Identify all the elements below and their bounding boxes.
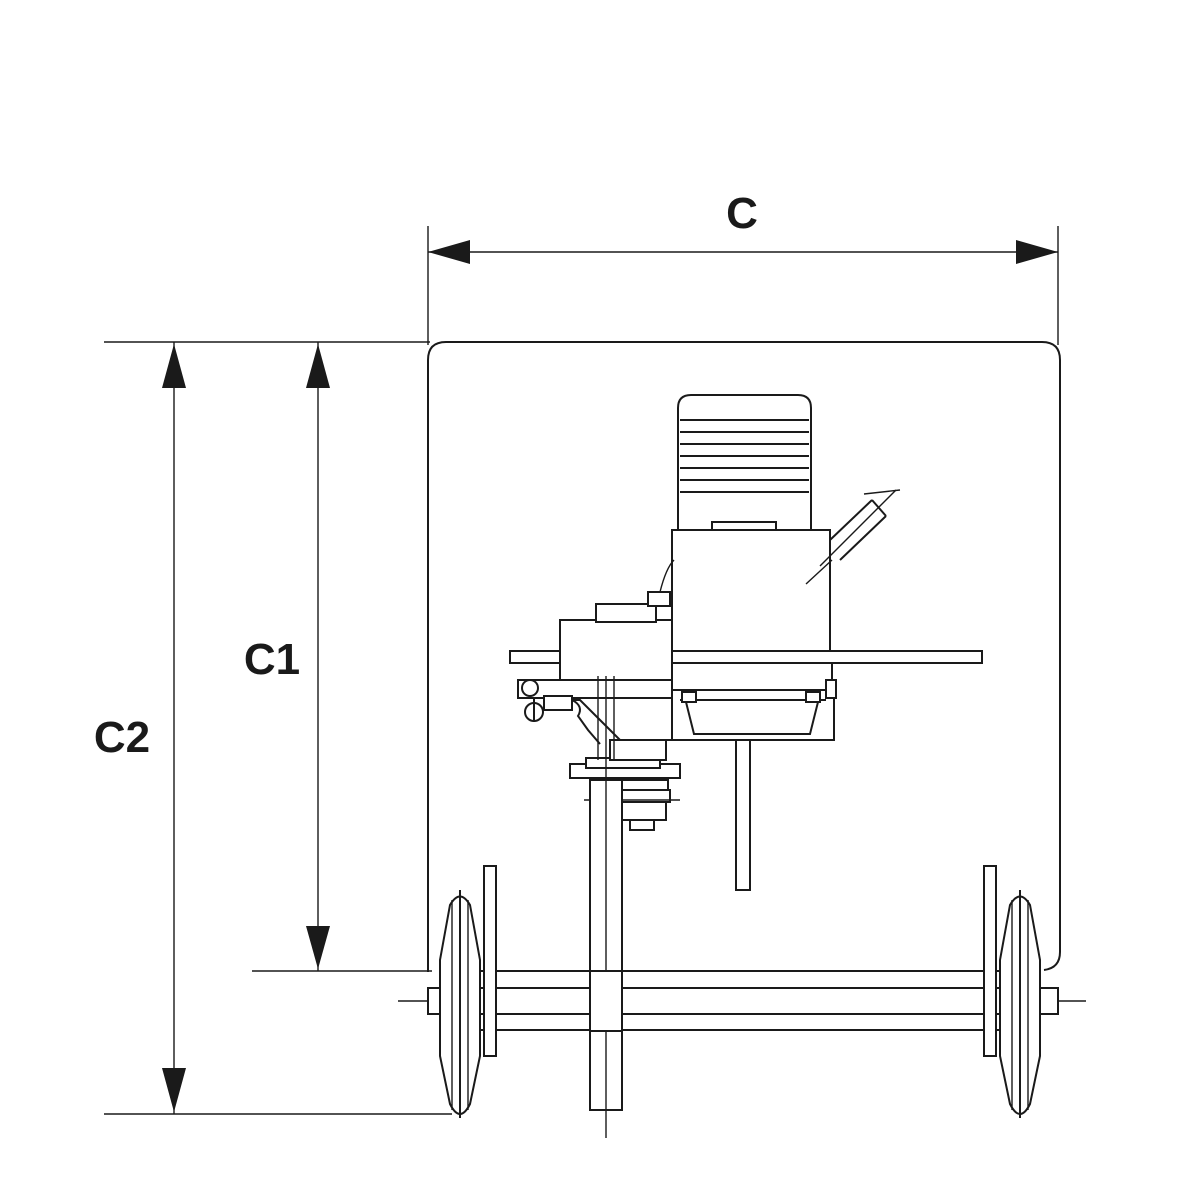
left-wheel xyxy=(439,865,497,1118)
dimension-c: C xyxy=(427,189,1059,345)
arrow-up xyxy=(306,344,330,388)
dimension-c2-label: C2 xyxy=(94,713,150,762)
bolt-icon xyxy=(521,679,539,697)
clamp-pulley xyxy=(569,739,681,831)
dimension-c-label: C xyxy=(726,189,758,238)
center-post xyxy=(735,739,751,891)
arrow-left xyxy=(428,240,470,264)
arrow-up xyxy=(162,344,186,388)
left-bracket-assembly xyxy=(517,559,675,745)
arrow-down xyxy=(162,1068,186,1112)
machine-envelope xyxy=(427,341,1061,972)
dimension-c1-label: C1 xyxy=(244,635,300,684)
right-wheel xyxy=(983,865,1041,1118)
dimension-c1: C1 xyxy=(244,342,432,972)
dimension-c2: C2 xyxy=(94,341,452,1115)
vertical-shaft xyxy=(589,676,623,1138)
arrow-right xyxy=(1016,240,1058,264)
lower-saddle xyxy=(667,679,837,741)
arrow-down xyxy=(306,926,330,969)
motor xyxy=(677,394,812,533)
axle xyxy=(398,970,1086,1032)
